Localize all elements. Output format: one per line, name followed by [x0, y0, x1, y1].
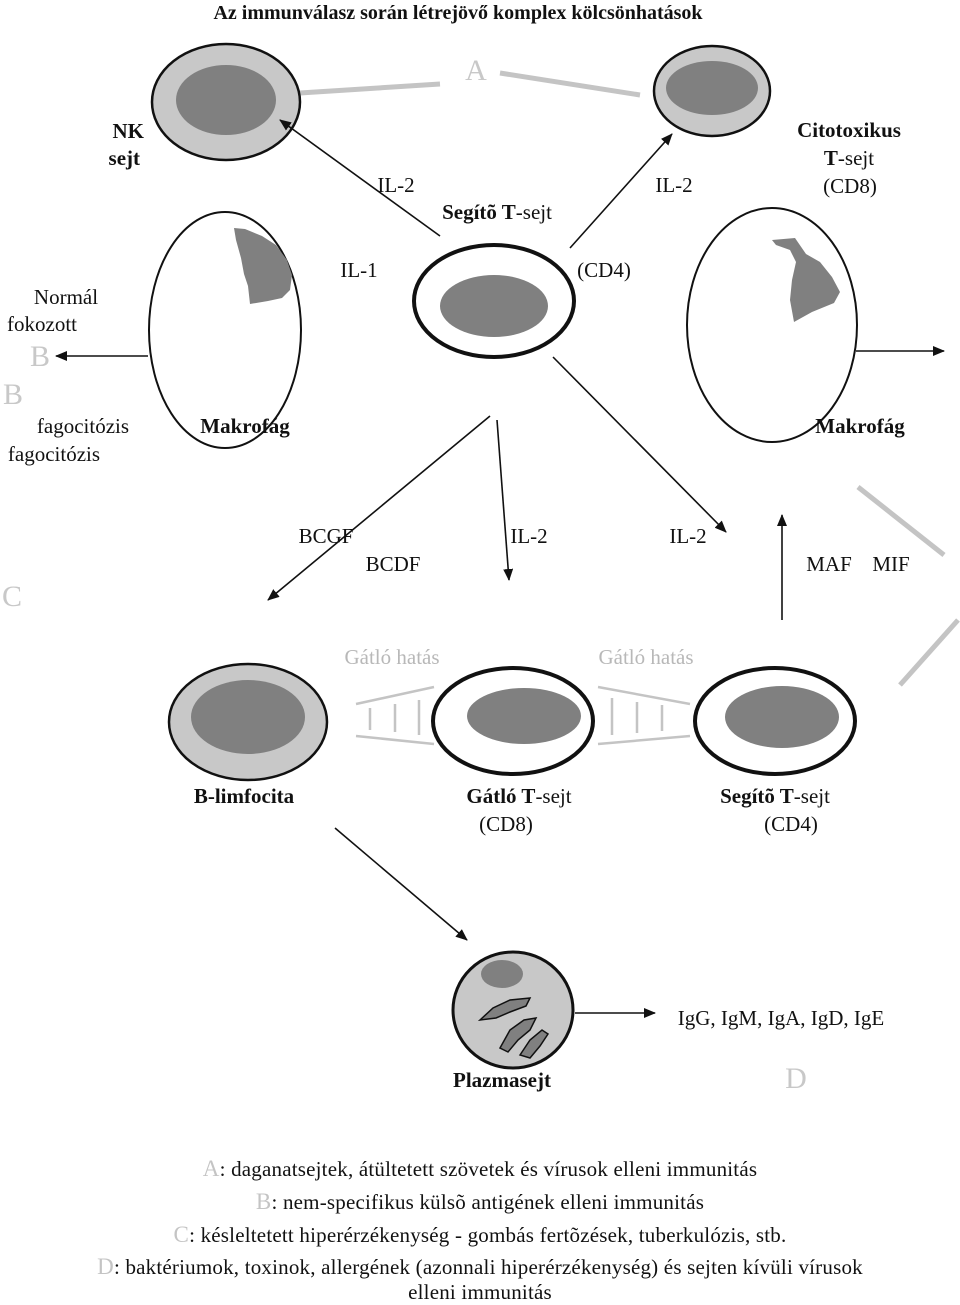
gatlo-hatas-label-1: Gátló hatás [344, 645, 439, 669]
fagocitozis-label-1: fagocitózis [37, 414, 129, 438]
gatlo-hatas-label-2: Gátló hatás [598, 645, 693, 669]
il2-mid-label-2: IL-2 [669, 524, 706, 548]
makrofag-left-label: Makrofág [200, 414, 290, 438]
bcdf-label: BCDF [366, 552, 421, 576]
helper-bottom-label: Segítõ T-sejt [720, 784, 830, 808]
connector-a-right [499, 70, 641, 98]
connector-c-top [856, 485, 946, 557]
cd4-top-label: (CD4) [577, 258, 631, 282]
helper-bottom-cd4-label: (CD4) [764, 812, 818, 836]
letter-a: A [465, 54, 487, 87]
cytotoxic-t-cell [652, 44, 772, 138]
bcgf-label: BCGF [299, 524, 354, 548]
normal-label: Normál [34, 285, 98, 309]
cytotoxic-label-2: T-sejt [824, 146, 874, 170]
maf-label: MAF [806, 552, 852, 576]
inhibition-symbol-right [597, 685, 691, 746]
macrophage-right [686, 207, 858, 443]
connector-a-left [299, 81, 441, 96]
plazmasejt-label: Plazmasejt [453, 1068, 551, 1092]
letter-b-2: B [3, 378, 23, 411]
b-limfocita-cell [167, 662, 329, 782]
letter-d: D [785, 1062, 807, 1095]
fokozott-label: fokozott [7, 312, 77, 336]
b-limfocita-label: B-limfocita [194, 784, 295, 808]
legend-line-d: D: baktériumok, toxinok, allergének (azo… [97, 1254, 863, 1279]
nk-label-1: NK [113, 119, 145, 143]
letter-b-1: B [30, 340, 50, 373]
arrow-helper-to-right-helper [552, 356, 727, 533]
connector-c-bottom [898, 618, 960, 687]
helper-t-cell-center [412, 243, 576, 359]
legend-line-c: C: késleltetett hiperérzékenység - gombá… [173, 1222, 787, 1247]
gatlo-t-cell [431, 666, 595, 776]
helper-top-label: Segítõ T-sejt [442, 200, 552, 224]
arrow-to-nk [279, 119, 441, 237]
arrow-to-plazmasejt [334, 827, 468, 941]
helper-t-cell-bottom [693, 666, 857, 776]
nk-cell [150, 42, 302, 162]
il1-label: IL-1 [340, 258, 377, 282]
legend-line-a: A: daganatsejtek, átültetett szövetek és… [202, 1156, 758, 1181]
cytotoxic-label-3: (CD8) [823, 174, 877, 198]
diagram-title: Az immunválasz során létrejövő komplex k… [213, 2, 703, 24]
gatlo-t-cd8-label: (CD8) [479, 812, 533, 836]
macrophage-left [148, 211, 302, 449]
il2-mid-label-1: IL-2 [510, 524, 547, 548]
cytotoxic-label-1: Citotoxikus [797, 118, 901, 142]
inhibition-symbol-left [355, 685, 435, 746]
legend-line-b: B: nem-specifikus külsõ antigének elleni… [255, 1189, 705, 1214]
arrow-to-gatlo-t [496, 419, 514, 581]
nk-label-2: sejt [109, 146, 140, 170]
il2-left-label: IL-2 [377, 173, 414, 197]
plazmasejt-cell [451, 950, 575, 1070]
gatlo-t-label: Gátló T-sejt [466, 784, 571, 808]
fagocitozis-label-2: fagocitózis [8, 442, 100, 466]
makrofag-right-label: Makrofág [815, 414, 905, 438]
arrow-to-cytotoxic [569, 133, 673, 249]
mif-label: MIF [872, 552, 909, 576]
legend-line-d-cont: elleni immunitás [408, 1280, 552, 1304]
letter-c: C [2, 580, 22, 613]
il2-right-label: IL-2 [655, 173, 692, 197]
antibodies-label: IgG, IgM, IgA, IgD, IgE [678, 1006, 884, 1030]
arrow-to-b-limfocita [267, 415, 491, 601]
